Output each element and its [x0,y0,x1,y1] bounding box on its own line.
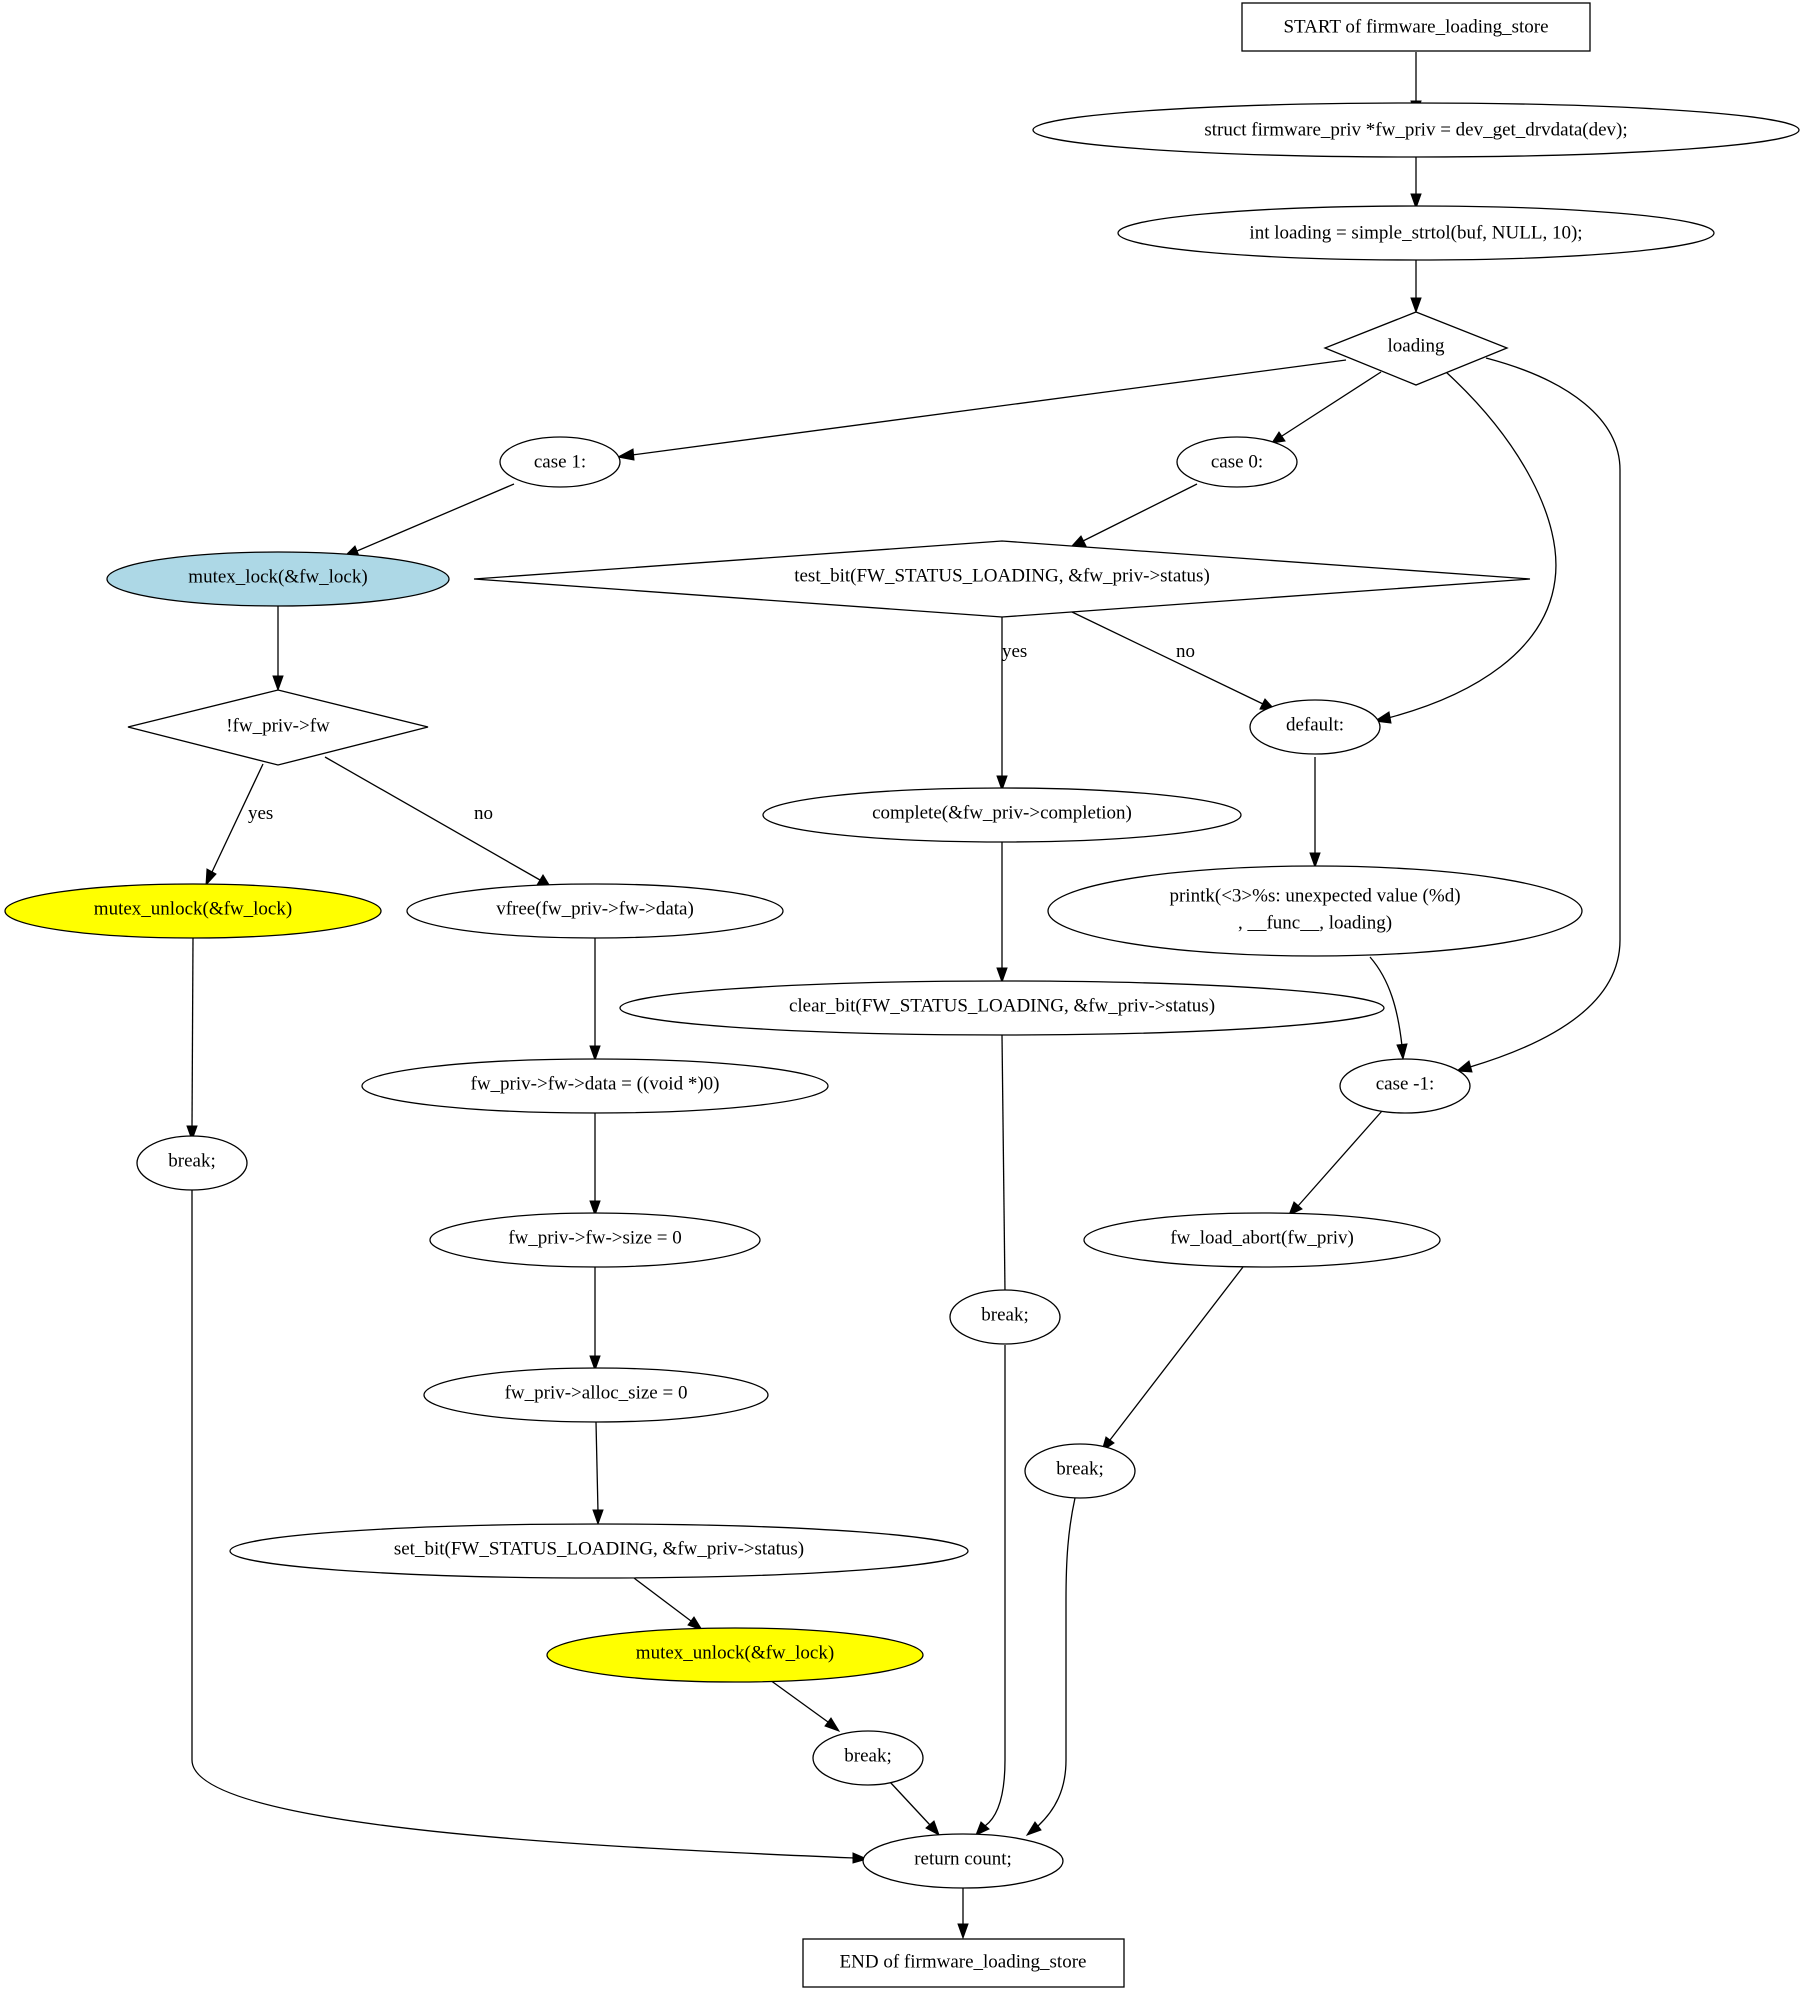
node-size-zero-label: fw_priv->fw->size = 0 [508,1228,682,1249]
node-mutex-lock-label: mutex_lock(&fw_lock) [188,567,367,588]
node-printk-label-line2: , __func__, loading) [1238,913,1392,934]
edge-complete-to-clear-bit [996,842,1008,984]
node-fw-priv-decl: struct firmware_priv *fw_priv = dev_get_… [1032,102,1800,158]
node-break-a: break; [136,1135,248,1191]
edge-switch-to-case-1 [616,359,1347,461]
edge-mutex-unlock-b-to-break-d [769,1679,841,1732]
edge-label-yes: yes [1002,641,1027,662]
node-end-label: END of firmware_loading_store [840,1952,1087,1973]
node-break-d: break; [812,1730,924,1786]
node-loading-decl-label: int loading = simple_strtol(buf, NULL, 1… [1249,223,1582,244]
node-not-fw-label: !fw_priv->fw [226,716,330,737]
node-vfree: vfree(fw_priv->fw->data) [406,883,784,939]
node-mutex-unlock-b: mutex_unlock(&fw_lock) [546,1627,924,1683]
edge-not-fw-to-vfree: no [324,756,553,889]
node-printk: printk(<3>%s: unexpected value (%d) , __… [1047,865,1583,957]
node-break-c-label: break; [1056,1459,1103,1480]
node-end: END of firmware_loading_store [802,1938,1125,1988]
node-complete-label: complete(&fw_priv->completion) [872,803,1132,824]
edge-mutex-lock-to-not-fw [272,605,284,692]
edge-fw-priv-decl-to-loading-decl [1410,157,1422,210]
node-mutex-unlock-a: mutex_unlock(&fw_lock) [4,883,382,939]
node-vfree-label: vfree(fw_priv->fw->data) [496,899,694,920]
node-clear-bit-label: clear_bit(FW_STATUS_LOADING, &fw_priv->s… [789,996,1215,1017]
node-break-a-label: break; [168,1151,215,1172]
edge-size-zero-to-alloc-zero [589,1267,601,1372]
node-fw-load-abort: fw_load_abort(fw_priv) [1083,1212,1441,1268]
node-mutex-unlock-a-label: mutex_unlock(&fw_lock) [94,899,292,920]
node-start: START of firmware_loading_store [1241,2,1591,52]
edge-mutex-unlock-a-to-break-a [186,937,198,1142]
node-break-d-label: break; [844,1746,891,1767]
edge-clear-bit-to-break-b [999,1034,1011,1306]
node-test-bit-label: test_bit(FW_STATUS_LOADING, &fw_priv->st… [794,566,1210,587]
node-break-b-label: break; [981,1305,1028,1326]
node-default-label: default: [1286,715,1344,736]
edge-switch-to-case-minus-1 [1455,357,1621,1073]
node-switch-loading: loading [1323,311,1509,386]
edge-set-bit-to-mutex-unlock-b [633,1577,704,1631]
edge-return-count-to-end [957,1888,969,1940]
node-clear-bit: clear_bit(FW_STATUS_LOADING, &fw_priv->s… [619,980,1385,1036]
node-mutex-lock: mutex_lock(&fw_lock) [106,551,450,607]
node-size-zero: fw_priv->fw->size = 0 [429,1212,761,1268]
node-start-label: START of firmware_loading_store [1283,17,1548,38]
edge-switch-to-case-0 [1270,371,1382,444]
edge-alloc-zero-to-set-bit [592,1421,604,1526]
edge-label-yes: yes [248,803,273,824]
node-break-c: break; [1024,1443,1136,1499]
node-data-null-label: fw_priv->fw->data = ((void *)0) [471,1074,720,1095]
node-alloc-zero-label: fw_priv->alloc_size = 0 [505,1383,688,1404]
edge-test-bit-to-complete: yes [996,617,1027,792]
edge-not-fw-to-mutex-unlock-a: yes [205,763,273,887]
node-case-0-label: case 0: [1211,452,1263,473]
node-alloc-zero: fw_priv->alloc_size = 0 [423,1367,769,1423]
edge-test-bit-to-default: no [1071,611,1277,711]
node-loading-decl: int loading = simple_strtol(buf, NULL, 1… [1117,205,1715,261]
edge-label-no: no [1176,641,1195,662]
node-set-bit: set_bit(FW_STATUS_LOADING, &fw_priv->sta… [229,1523,969,1579]
node-data-null: fw_priv->fw->data = ((void *)0) [361,1058,829,1114]
edge-break-a-to-return-count [191,1190,869,1864]
node-switch-loading-label: loading [1388,336,1445,357]
node-mutex-unlock-b-label: mutex_unlock(&fw_lock) [636,1643,834,1664]
node-case-1: case 1: [499,436,621,488]
edge-break-d-to-return-count [889,1781,940,1837]
node-case-1-label: case 1: [534,452,586,473]
node-case-minus-1-label: case -1: [1376,1074,1435,1095]
edge-default-to-printk [1309,757,1321,869]
edge-vfree-to-data-null [589,938,601,1062]
node-return-count: return count; [862,1833,1064,1889]
edge-case-0-to-test-bit [1069,483,1198,548]
node-not-fw: !fw_priv->fw [127,689,429,766]
edge-label-no: no [474,803,493,824]
node-test-bit: test_bit(FW_STATUS_LOADING, &fw_priv->st… [473,540,1531,618]
node-default: default: [1249,699,1381,755]
node-printk-label-line1: printk(<3>%s: unexpected value (%d) [1169,886,1460,907]
node-return-count-label: return count; [914,1849,1012,1870]
edge-switch-to-default [1373,371,1557,724]
node-case-0: case 0: [1176,436,1298,488]
node-case-minus-1: case -1: [1339,1058,1471,1114]
node-break-b: break; [949,1289,1061,1345]
edge-break-b-to-return-count [975,1345,1006,1836]
node-fw-priv-decl-label: struct firmware_priv *fw_priv = dev_get_… [1204,120,1627,141]
node-fw-load-abort-label: fw_load_abort(fw_priv) [1170,1228,1354,1249]
edge-data-null-to-size-zero [589,1113,601,1217]
edge-fw-load-abort-to-break-c [1101,1266,1244,1453]
edge-case-1-to-mutex-lock [343,483,515,557]
edge-break-c-to-return-count [1025,1497,1076,1836]
edge-printk-to-case-minus-1 [1369,956,1408,1061]
edge-case-minus-1-to-fw-load-abort [1288,1110,1383,1216]
node-complete: complete(&fw_priv->completion) [762,787,1242,843]
edge-loading-decl-to-switch [1410,260,1422,314]
node-set-bit-label: set_bit(FW_STATUS_LOADING, &fw_priv->sta… [394,1539,804,1560]
